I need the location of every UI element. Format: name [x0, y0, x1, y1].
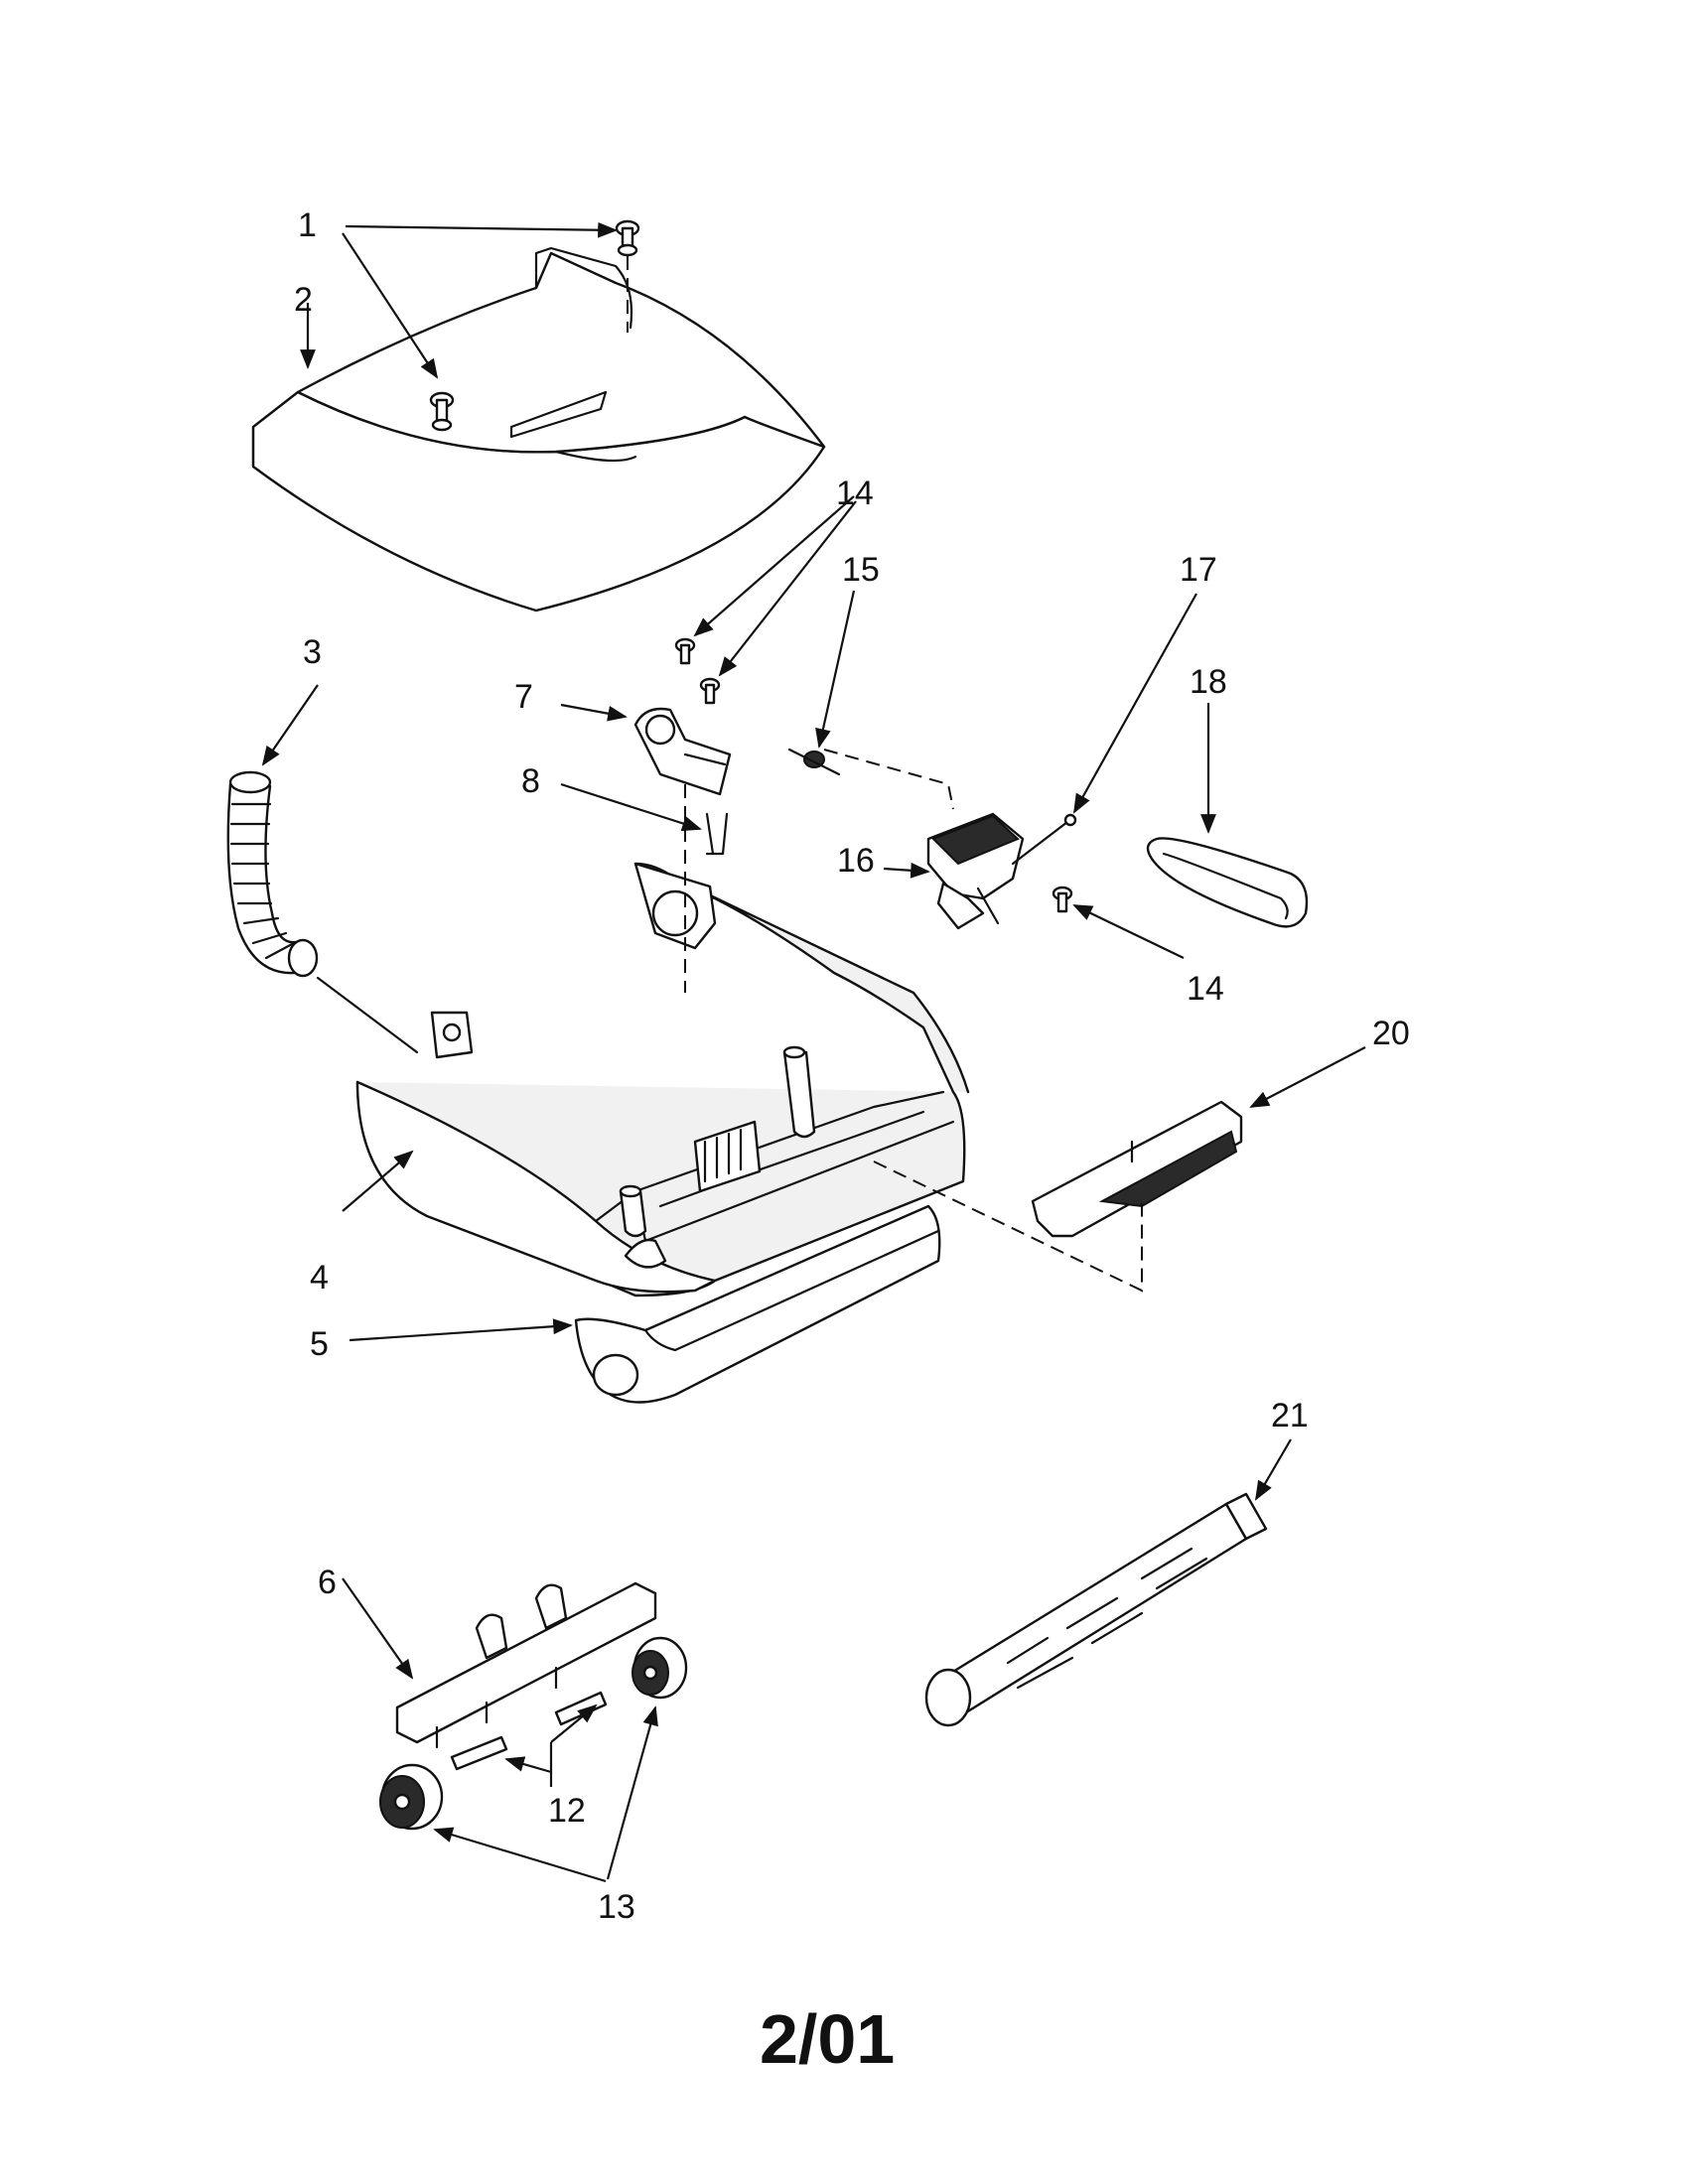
callout-21: 21	[1271, 1397, 1309, 1434]
callout-14-upper: 14	[836, 475, 874, 512]
callout-16: 16	[837, 842, 875, 880]
callout-18: 18	[1190, 663, 1227, 701]
screw-part	[699, 677, 721, 705]
bumper-part	[574, 1204, 941, 1404]
axle-part	[450, 1735, 508, 1771]
callout-17: 17	[1180, 551, 1217, 589]
callout-4: 4	[310, 1259, 329, 1297]
pedal-part	[926, 812, 1025, 930]
callout-2: 2	[294, 281, 313, 319]
clip-part	[705, 812, 729, 856]
pin-part	[1011, 813, 1077, 866]
callout-1: 1	[298, 206, 317, 244]
spring-alignment-line	[823, 749, 954, 810]
callout-7: 7	[514, 678, 533, 716]
callout-15: 15	[842, 551, 880, 589]
brush-roll-part	[924, 1492, 1268, 1727]
bracket-part	[633, 707, 732, 796]
wheel-carriage-part	[395, 1581, 657, 1749]
wheel-part	[632, 1636, 688, 1700]
date-code: 2/01	[760, 2000, 895, 2078]
axle-part	[554, 1691, 608, 1726]
callout-12: 12	[548, 1792, 586, 1830]
callout-13: 13	[598, 1888, 635, 1926]
callout-20: 20	[1372, 1015, 1410, 1052]
callout-3: 3	[303, 633, 322, 671]
callout-14-lower: 14	[1187, 970, 1224, 1008]
wheel-part	[379, 1763, 444, 1831]
belt-part	[1146, 837, 1309, 928]
spring-part	[787, 748, 841, 776]
callout-5: 5	[310, 1325, 329, 1363]
screw-part	[615, 219, 640, 257]
screw-part	[429, 391, 455, 432]
hose-part	[226, 770, 419, 1054]
callout-6: 6	[318, 1564, 337, 1601]
leader-lines	[261, 221, 1366, 1883]
screw-part	[1052, 886, 1073, 913]
callout-8: 8	[521, 762, 540, 800]
base-housing-part	[355, 862, 970, 1297]
screw-part	[674, 637, 696, 665]
brush-guard-part	[1031, 1100, 1243, 1238]
guard-alignment-line	[873, 1160, 1143, 1293]
top-cover-part	[251, 246, 826, 613]
